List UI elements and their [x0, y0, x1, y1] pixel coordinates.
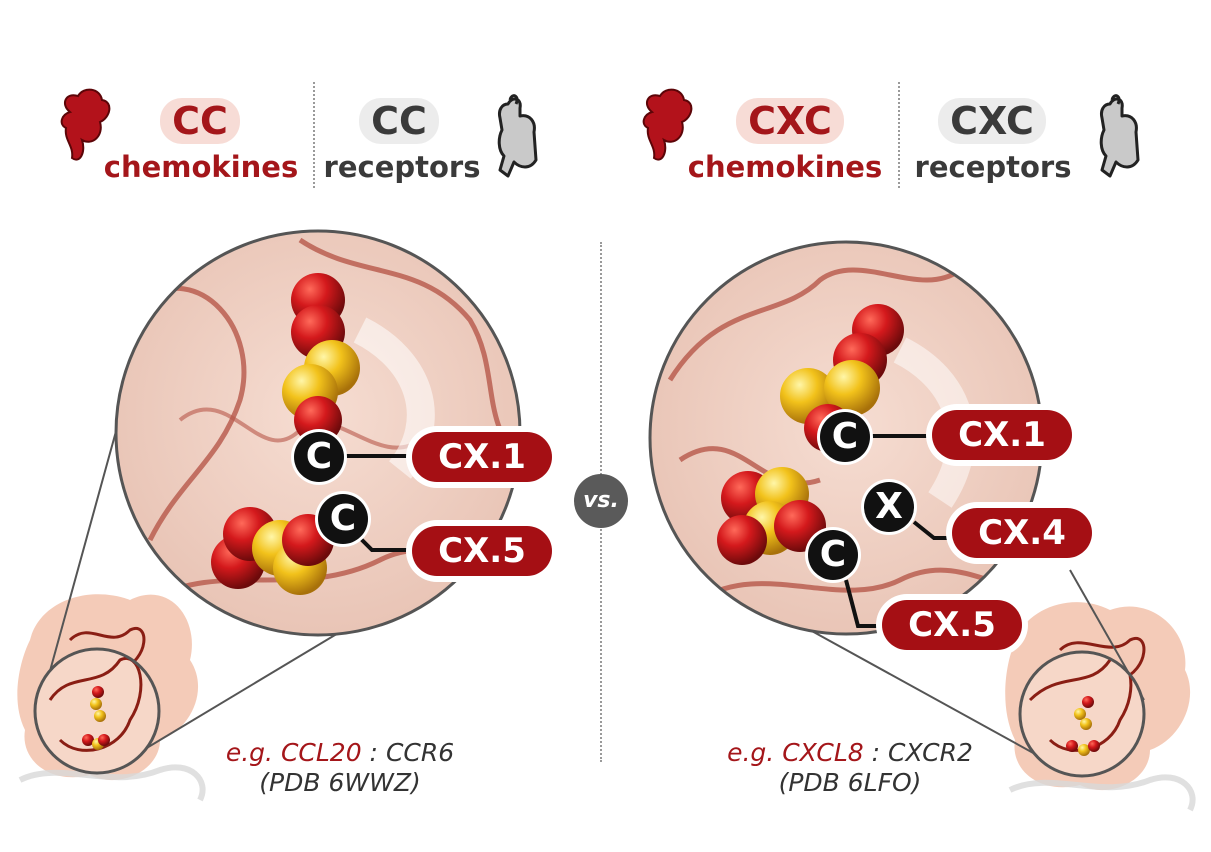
cysteine-badge-2: C	[808, 530, 858, 580]
cxc-chemokine-pill	[736, 98, 844, 144]
cc-chemokine-word: chemokines	[103, 150, 299, 184]
caption-ligand: CCL20	[280, 738, 362, 767]
caption-right: e.g. CXCL8 : CXCR2 (PDB 6LFO)	[690, 738, 1010, 798]
caption-receptor: CCR6	[385, 738, 455, 767]
cc-receptor-word: receptors	[323, 150, 481, 184]
cxc-chemokine-short: CXC	[748, 99, 832, 143]
cc-receptor-pill	[359, 98, 439, 144]
receptor-icon	[497, 94, 538, 178]
cx1-label-right: CX.1	[932, 410, 1072, 460]
zoom-source-circle-right	[1018, 650, 1146, 778]
variable-residue-badge: X	[864, 482, 914, 532]
cx5-label-left: CX.5	[412, 526, 552, 576]
chemokine-blob-icon	[60, 88, 111, 161]
cysteine-badge-1: C	[294, 432, 344, 482]
header-divider-right	[898, 82, 900, 188]
vs-badge: vs.	[574, 474, 628, 528]
caption-example-left: e.g. CCL20 : CCR6	[180, 738, 500, 768]
cx1-label-left: CX.1	[412, 432, 552, 482]
cxc-receptor-pill	[938, 98, 1046, 144]
cx4-label-right: CX.4	[952, 508, 1092, 558]
caption-sep: :	[361, 738, 386, 767]
header-divider-left	[313, 82, 315, 188]
caption-ligand: CXCL8	[782, 738, 864, 767]
caption-receptor: CXCR2	[887, 738, 973, 767]
cxc-receptor-word: receptors	[914, 150, 1072, 184]
cx5-label-right: CX.5	[882, 600, 1022, 650]
caption-pdb-right: (PDB 6LFO)	[778, 768, 922, 797]
chemokine-blob-icon	[642, 88, 693, 161]
caption-sep: :	[863, 738, 888, 767]
cc-chemokine-pill	[160, 98, 240, 144]
cc-chemokine-short: CC	[172, 99, 228, 143]
caption-eg: e.g.	[225, 738, 273, 767]
caption-left: e.g. CCL20 : CCR6 (PDB 6WWZ)	[180, 738, 500, 798]
caption-pdb-left: (PDB 6WWZ)	[259, 768, 421, 797]
cysteine-badge-1: C	[820, 412, 870, 462]
cxc-chemokine-word: chemokines	[687, 150, 883, 184]
receptor-icon	[1099, 94, 1140, 178]
cc-receptor-short: CC	[371, 99, 427, 143]
cysteine-badge-2: C	[318, 494, 368, 544]
zoom-source-circle-left	[33, 647, 161, 775]
caption-eg: e.g.	[727, 738, 775, 767]
cxc-receptor-short: CXC	[950, 99, 1034, 143]
caption-example-right: e.g. CXCL8 : CXCR2	[690, 738, 1010, 768]
